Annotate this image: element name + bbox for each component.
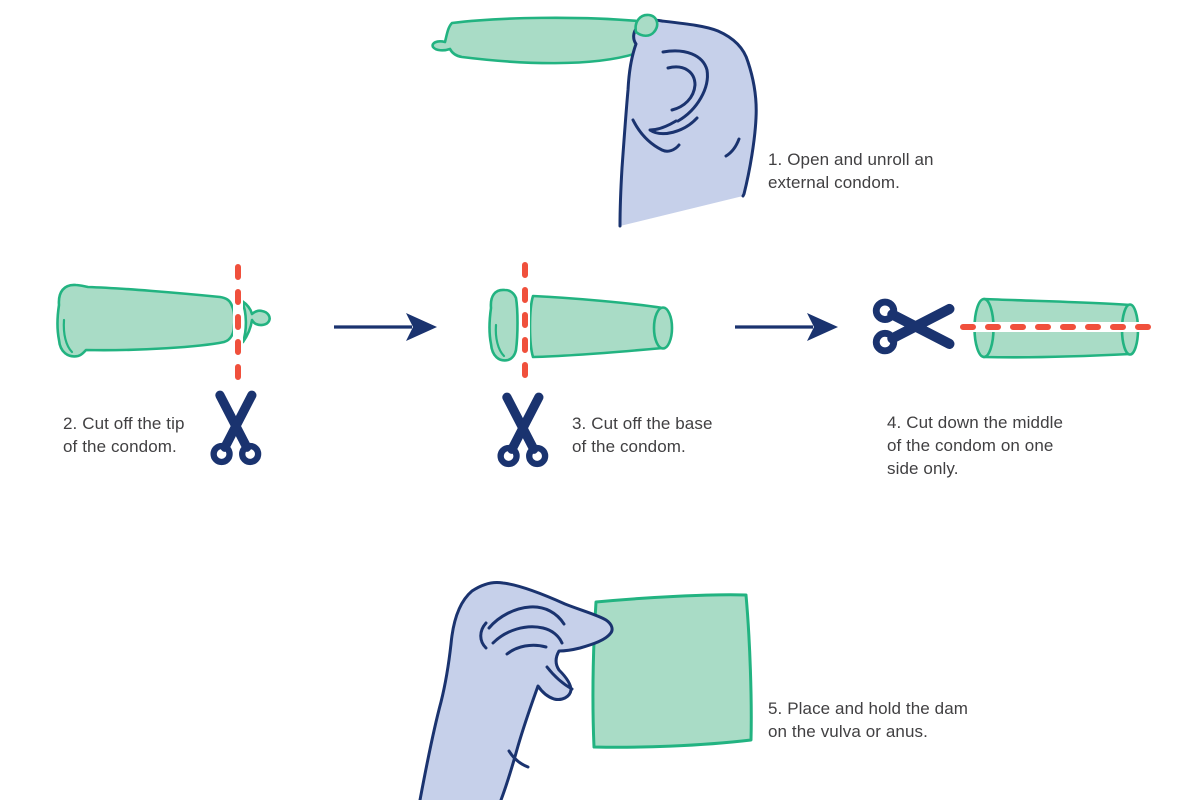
step3-label: 3. Cut off the base of the condom.: [572, 414, 713, 456]
step5-thumb-line: [545, 665, 574, 691]
step5-finger-fold-1: [487, 605, 566, 630]
step1-finger-fold-outer: [661, 49, 709, 123]
arrow-right-icon: [733, 311, 840, 343]
step1-condom: [431, 16, 658, 65]
step4-scissors-icon: [876, 302, 949, 351]
step5-knuckle-crease: [479, 621, 488, 650]
step1-label: 1. Open and unroll an external condom.: [768, 150, 934, 192]
arrow-right-icon: [332, 311, 439, 343]
step1-illustration: [431, 13, 758, 228]
step5-finger-fold-3: [505, 643, 548, 656]
step2-illustration: [56, 264, 271, 462]
step4-label: 4. Cut down the middle of the condom on …: [887, 413, 1064, 478]
step5-illustration: [418, 581, 753, 800]
step1-thumb-line: [631, 118, 681, 153]
step3-condom-base-ring: [488, 288, 519, 362]
step3-illustration: [488, 262, 674, 464]
step1-hand: [620, 20, 757, 226]
step3-base-ring-line: [494, 323, 506, 358]
step2-condom-body: [56, 283, 236, 358]
step2-condom-tip: [240, 299, 271, 344]
step1-finger-fold-inner: [666, 65, 697, 112]
step5-hand: [420, 582, 613, 800]
step1-condom-rolled-edge: [634, 13, 659, 38]
step3-scissors-icon: [501, 397, 546, 464]
step5-label: 5. Place and hold the dam on the vulva o…: [768, 699, 969, 741]
step4-illustration: [876, 299, 1158, 359]
step5-finger-fold-2: [491, 625, 564, 645]
step1-finger-opening: [648, 116, 699, 135]
step5-wrist-crease: [507, 749, 530, 769]
step3-condom-open-end: [652, 306, 674, 350]
step5-dam-square: [591, 593, 753, 749]
step2-label: 2. Cut off the tip of the condom.: [63, 414, 185, 456]
step1-hand-crease: [724, 137, 741, 158]
step2-condom-rim-line: [62, 318, 74, 354]
step5-hand-outline: [418, 581, 614, 800]
step3-condom-body: [528, 294, 665, 359]
